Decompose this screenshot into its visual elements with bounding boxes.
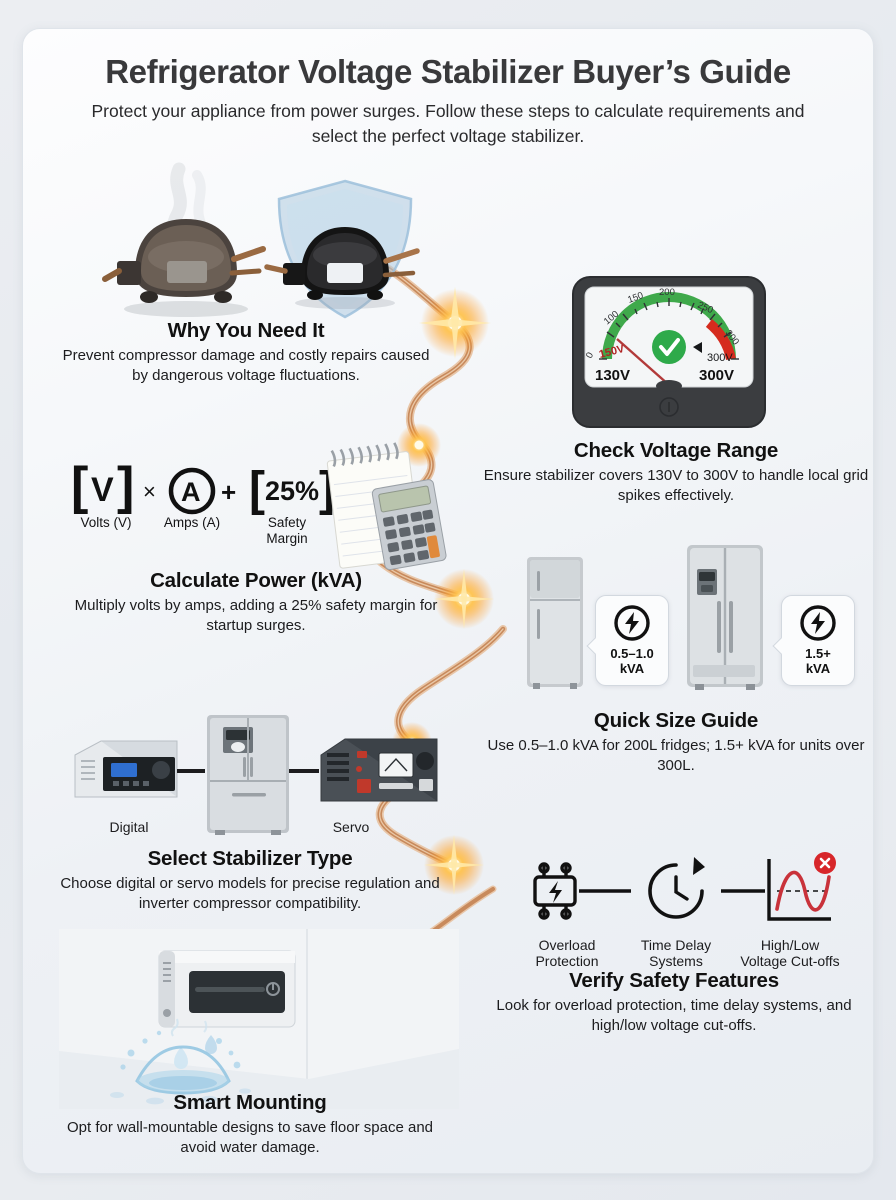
stabilizer-type-label-servo: Servo (332, 819, 370, 835)
wall-mounted-stabilizer-icon (158, 950, 296, 1028)
step-body: Opt for wall-mountable designs to save f… (66, 1119, 434, 1156)
analog-voltmeter-art: 0 100 150 200 250 300 150V 300V 130V 300… (572, 276, 766, 428)
bolt-circle-icon (800, 605, 836, 641)
badge-value: 0.5–1.0 (610, 646, 654, 661)
formula-label-amps: Amps (A) (163, 515, 221, 530)
formula-volts-symbol: V (91, 471, 114, 509)
step-body: Look for overload protection, time delay… (496, 997, 852, 1034)
safety-label-cutoff: High/Low Voltage Cut-offs (740, 937, 840, 969)
safety-label-overload: Overload Protection (535, 937, 599, 969)
meter-right-inner-label: 300V (707, 352, 733, 364)
safety-features-icon-row (533, 852, 836, 921)
notepad-and-calculator-art (326, 442, 447, 571)
step-check-voltage-range: Check Voltage Range Ensure stabilizer co… (483, 439, 869, 506)
top-freezer-refrigerator-art (527, 557, 583, 689)
infographic-poster: Refrigerator Voltage Stabilizer Buyer’s … (22, 28, 874, 1174)
step-body: Prevent compressor damage and costly rep… (62, 347, 430, 384)
shielded-compressor-art (264, 179, 420, 319)
formula-label-margin: Safety Margin (266, 515, 308, 547)
time-delay-clock-icon (648, 857, 705, 919)
safety-label-time-delay: Time Delay Systems (640, 937, 712, 969)
page-subtitle: Protect your appliance from power surges… (91, 101, 805, 146)
formula-plus: + (221, 477, 236, 507)
formula-bracket-close: ] (117, 457, 134, 515)
step-verify-safety-features: Verify Safety Features Look for overload… (479, 969, 869, 1036)
badge-unit: kVA (805, 660, 831, 676)
stabilizer-type-label-digital: Digital (109, 819, 149, 835)
svg-text:0: 0 (584, 351, 596, 361)
voltage-cutoff-waveform-icon (767, 852, 836, 921)
step-body: Choose digital or servo models for preci… (60, 875, 440, 912)
meter-bottom-left-label: 130V (595, 367, 630, 384)
formula-bracket-open: [ (71, 457, 88, 515)
formula-label-volts: Volts (V) (80, 515, 132, 530)
step-select-stabilizer-type: Select Stabilizer Type Choose digital or… (57, 847, 443, 914)
french-door-refrigerator-icon (207, 715, 289, 835)
side-by-side-refrigerator-art (687, 545, 763, 690)
smart-mounting-art (59, 929, 459, 1109)
step-heading: Why You Need It (167, 319, 325, 342)
bolt-circle-icon (614, 605, 650, 641)
step-smart-mounting: Smart Mounting Opt for wall-mountable de… (57, 1091, 443, 1158)
step-heading: Verify Safety Features (569, 969, 779, 992)
step-heading: Calculate Power (kVA) (150, 569, 362, 592)
step-quick-size-guide: Quick Size Guide Use 0.5–1.0 kVA for 200… (483, 709, 869, 776)
svg-text:150: 150 (626, 290, 645, 306)
formula-margin-value: 25% (265, 476, 319, 506)
step-body: Ensure stabilizer covers 130V to 300V to… (483, 467, 869, 504)
stabilizer-types-art (74, 715, 438, 835)
overload-protection-icon (533, 862, 577, 920)
page-title: Refrigerator Voltage Stabilizer Buyer’s … (105, 53, 791, 90)
step-body: Multiply volts by amps, adding a 25% saf… (74, 597, 438, 634)
step-heading: Check Voltage Range (573, 439, 779, 462)
digital-stabilizer-icon (74, 740, 178, 798)
step-heading: Smart Mounting (173, 1091, 327, 1114)
step-heading: Quick Size Guide (593, 709, 759, 732)
size-badge-small: 0.5–1.0 kVA (586, 595, 669, 686)
badge-unit: kVA (619, 660, 645, 676)
formula-times: × (143, 479, 156, 504)
step-body: Use 0.5–1.0 kVA for 200L fridges; 1.5+ k… (487, 737, 865, 774)
formula-bracket-open-2: [ (249, 463, 265, 516)
step-heading: Select Stabilizer Type (147, 847, 353, 870)
step-calculate-power: Calculate Power (kVA) Multiply volts by … (63, 569, 449, 636)
svg-text:200: 200 (659, 287, 675, 298)
formula-amps-symbol: A (181, 477, 201, 507)
meter-bottom-right-label: 300V (699, 367, 734, 384)
servo-stabilizer-icon (320, 738, 438, 802)
water-splash-icon (110, 1018, 251, 1105)
badge-value: 1.5+ (805, 646, 831, 661)
burnt-compressor-art (102, 162, 266, 317)
size-badge-large: 1.5+ kVA (772, 595, 855, 686)
step-why-you-need-it: Why You Need It Prevent compressor damag… (61, 319, 431, 386)
